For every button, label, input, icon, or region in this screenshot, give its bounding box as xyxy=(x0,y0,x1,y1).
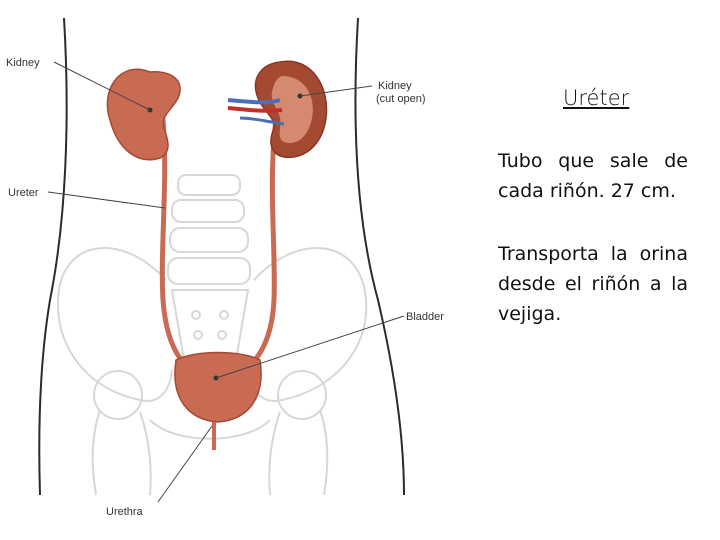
paragraph-2: Transporta la orina desde el riñón a la … xyxy=(498,239,688,329)
label-kidney-cut-line1: Kidney xyxy=(378,80,412,92)
leader-lines xyxy=(48,62,404,502)
urinary-system-diagram: Kidney Kidney (cut open) Ureter Bladder … xyxy=(0,0,470,540)
label-ureter: Ureter xyxy=(8,187,39,199)
label-bladder: Bladder xyxy=(406,311,444,323)
label-urethra: Urethra xyxy=(106,506,144,518)
label-kidney: Kidney xyxy=(6,57,40,69)
paragraph-1: Tubo que sale de cada riñón. 27 cm. xyxy=(498,146,688,206)
label-kidney-cut-line2: (cut open) xyxy=(376,93,426,105)
slide-title: Uréter xyxy=(563,86,629,110)
kidney-left xyxy=(107,69,180,159)
kidney-right-cut-open xyxy=(228,61,327,157)
bladder xyxy=(175,353,261,423)
